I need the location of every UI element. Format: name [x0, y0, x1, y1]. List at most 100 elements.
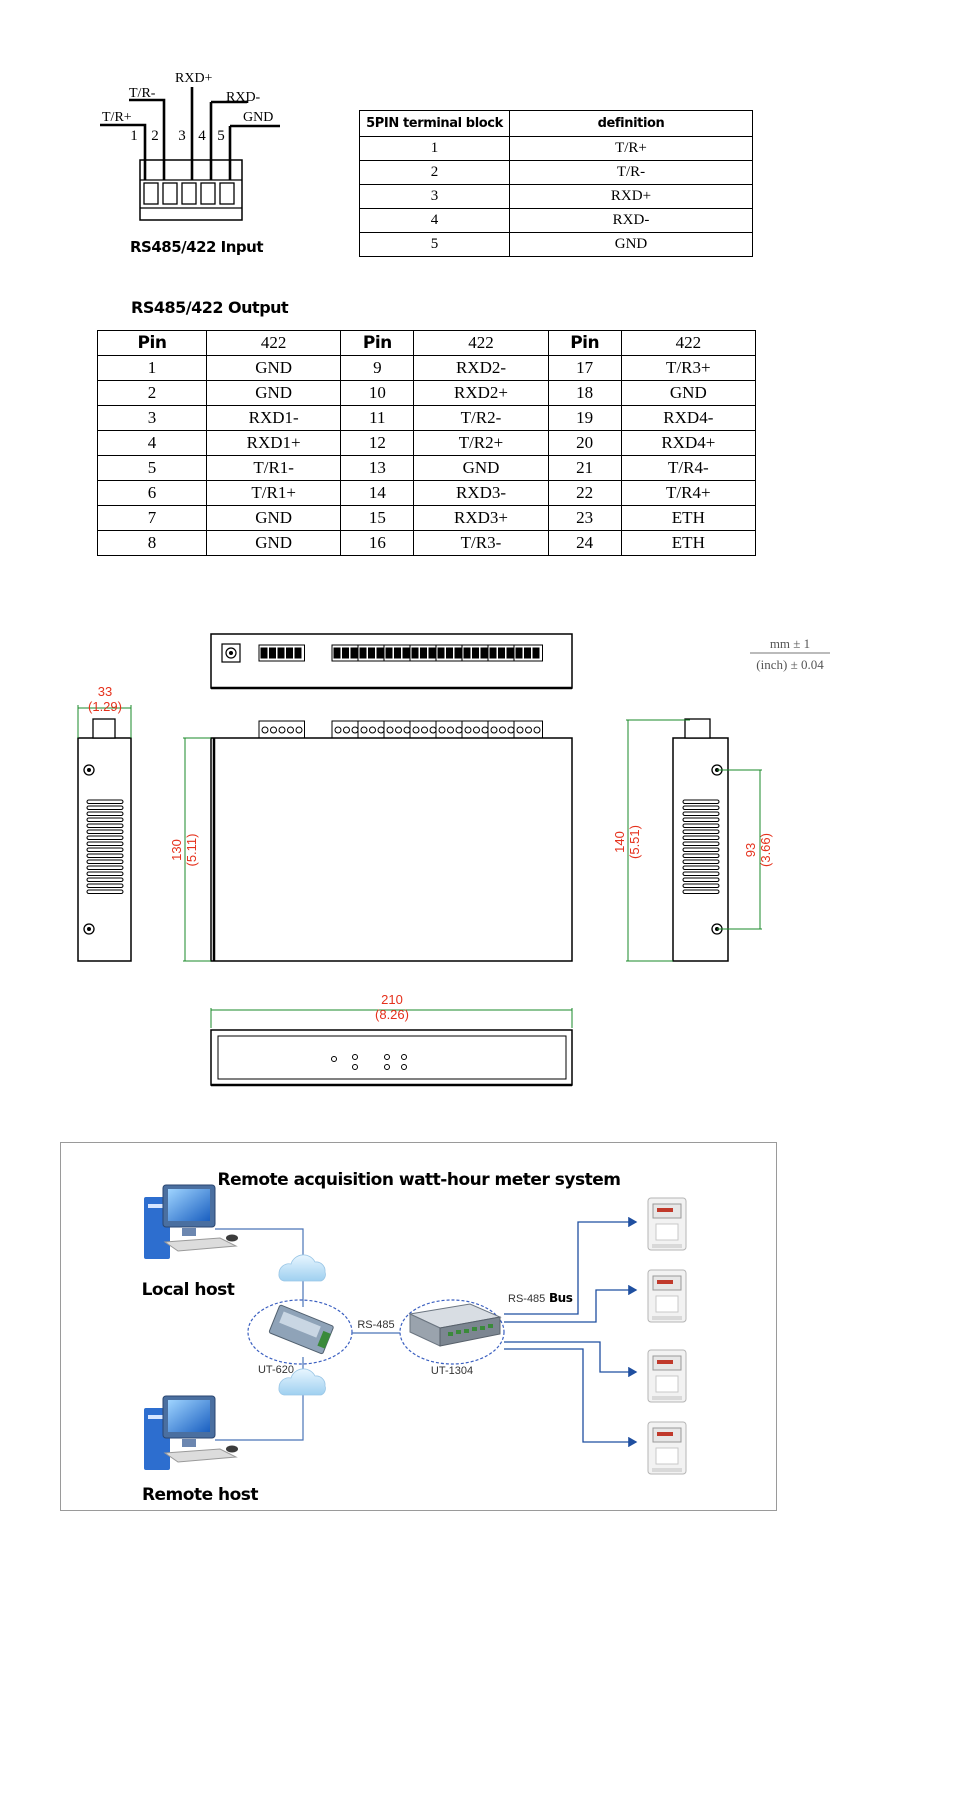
table-cell: 20	[547, 430, 622, 456]
table-cell: 17	[547, 355, 622, 381]
remote-host-computer-icon	[144, 1395, 238, 1470]
table-cell: 14	[340, 480, 415, 506]
unit-note-top: mm ± 1	[770, 636, 810, 651]
output-header-422-2: 422	[413, 330, 549, 356]
table-cell: 13	[340, 455, 415, 481]
dim-hole-spacing: 93	[743, 843, 758, 857]
terminal-pin-diagram: 1 2 3 4 5 T/R+ T/R- RXD+ RXD- GND RS485/…	[100, 71, 280, 256]
pin-number-2: 2	[151, 128, 159, 144]
table-cell: 7	[97, 505, 207, 531]
table-cell: RXD2-	[413, 355, 549, 381]
table-cell: RXD4+	[620, 430, 757, 456]
system-diagram: Remote acquisition watt-hour meter syste…	[60, 1142, 777, 1511]
table-cell: GND	[205, 505, 342, 531]
table-cell: T/R1-	[205, 455, 342, 481]
table-cell: 4	[97, 430, 207, 456]
table-cell: T/R1+	[205, 480, 342, 506]
pin-number-1: 1	[130, 128, 138, 144]
table-cell: 5	[97, 455, 207, 481]
output-header-pin-2: Pin	[340, 330, 415, 356]
table-cell: 23	[547, 505, 622, 531]
pin-signal-1: T/R+	[102, 110, 132, 125]
table-cell: 3	[97, 405, 207, 431]
output-header-pin-3: Pin	[547, 330, 622, 356]
dim-side-width: 33	[98, 684, 112, 699]
dimension-drawing: mm ± 1 (inch) ± 0.04 33 (1.29) 130 (5.11…	[77, 633, 830, 1087]
remote-host-label: Remote host	[142, 1485, 258, 1505]
table-cell: 19	[547, 405, 622, 431]
table-cell: T/R2-	[413, 405, 549, 431]
table-cell: T/R3-	[413, 530, 549, 556]
terminal-header-block: 5PIN terminal block	[359, 110, 510, 137]
dim-side-height-inch: (5.51)	[627, 825, 642, 859]
system-title: Remote acquisition watt-hour meter syste…	[218, 1170, 621, 1190]
table-cell: T/R2+	[413, 430, 549, 456]
bus-word: Bus	[549, 1291, 573, 1305]
table-cell: RXD2+	[413, 380, 549, 406]
dim-side-height: 140	[612, 831, 627, 853]
output-header-pin-1: Pin	[97, 330, 207, 356]
table-cell: RXD1-	[205, 405, 342, 431]
table-cell: ETH	[620, 530, 757, 556]
table-cell: 18	[547, 380, 622, 406]
table-cell: T/R3+	[620, 355, 757, 381]
dim-width: 210	[381, 992, 403, 1007]
table-cell: 22	[547, 480, 622, 506]
local-host-computer-icon	[144, 1184, 238, 1259]
network-cloud-icon	[278, 1254, 326, 1282]
hub-label: UT-1304	[431, 1365, 473, 1377]
watt-hour-meter-icon	[647, 1349, 687, 1403]
output-header-422-3: 422	[620, 330, 757, 356]
table-cell: 11	[340, 405, 415, 431]
table-cell: 2	[97, 380, 207, 406]
table-cell: 16	[340, 530, 415, 556]
table-cell: GND	[205, 530, 342, 556]
table-cell: ETH	[620, 505, 757, 531]
dim-height: 130	[169, 839, 184, 861]
output-table-title: RS485/422 Output	[131, 298, 289, 317]
watt-hour-meter-icon	[647, 1421, 687, 1475]
right-side-view	[672, 718, 729, 962]
table-cell: 1	[97, 355, 207, 381]
table-cell: 12	[340, 430, 415, 456]
table-cell: 24	[547, 530, 622, 556]
table-cell: 10	[340, 380, 415, 406]
table-cell: GND	[205, 380, 342, 406]
output-header-422-1: 422	[205, 330, 342, 356]
left-side-view	[77, 718, 132, 962]
watt-hour-meter-icon	[647, 1197, 687, 1251]
dim-side-width-inch: (1.29)	[88, 699, 122, 714]
front-panel-view	[210, 1029, 573, 1087]
table-cell: RXD3+	[413, 505, 549, 531]
pin-signal-4: RXD-	[226, 90, 261, 105]
converter-label: UT-620	[258, 1364, 294, 1376]
bus-label: RS-485	[508, 1293, 545, 1305]
unit-note-bottom: (inch) ± 0.04	[756, 657, 824, 672]
link-label: RS-485	[357, 1319, 394, 1331]
pin-signal-5: GND	[243, 110, 273, 125]
table-cell: 9	[340, 355, 415, 381]
dim-width-inch: (8.26)	[375, 1007, 409, 1022]
table-cell: T/R4+	[620, 480, 757, 506]
pin-number-3: 3	[178, 128, 186, 144]
ut-1304-hub-icon	[408, 1303, 502, 1347]
table-cell: 21	[547, 455, 622, 481]
table-cell: 15	[340, 505, 415, 531]
table-cell: RXD4-	[620, 405, 757, 431]
table-cell: T/R4-	[620, 455, 757, 481]
table-cell: 6	[97, 480, 207, 506]
dim-height-inch: (5.11)	[184, 834, 199, 867]
watt-hour-meter-icon	[647, 1269, 687, 1323]
